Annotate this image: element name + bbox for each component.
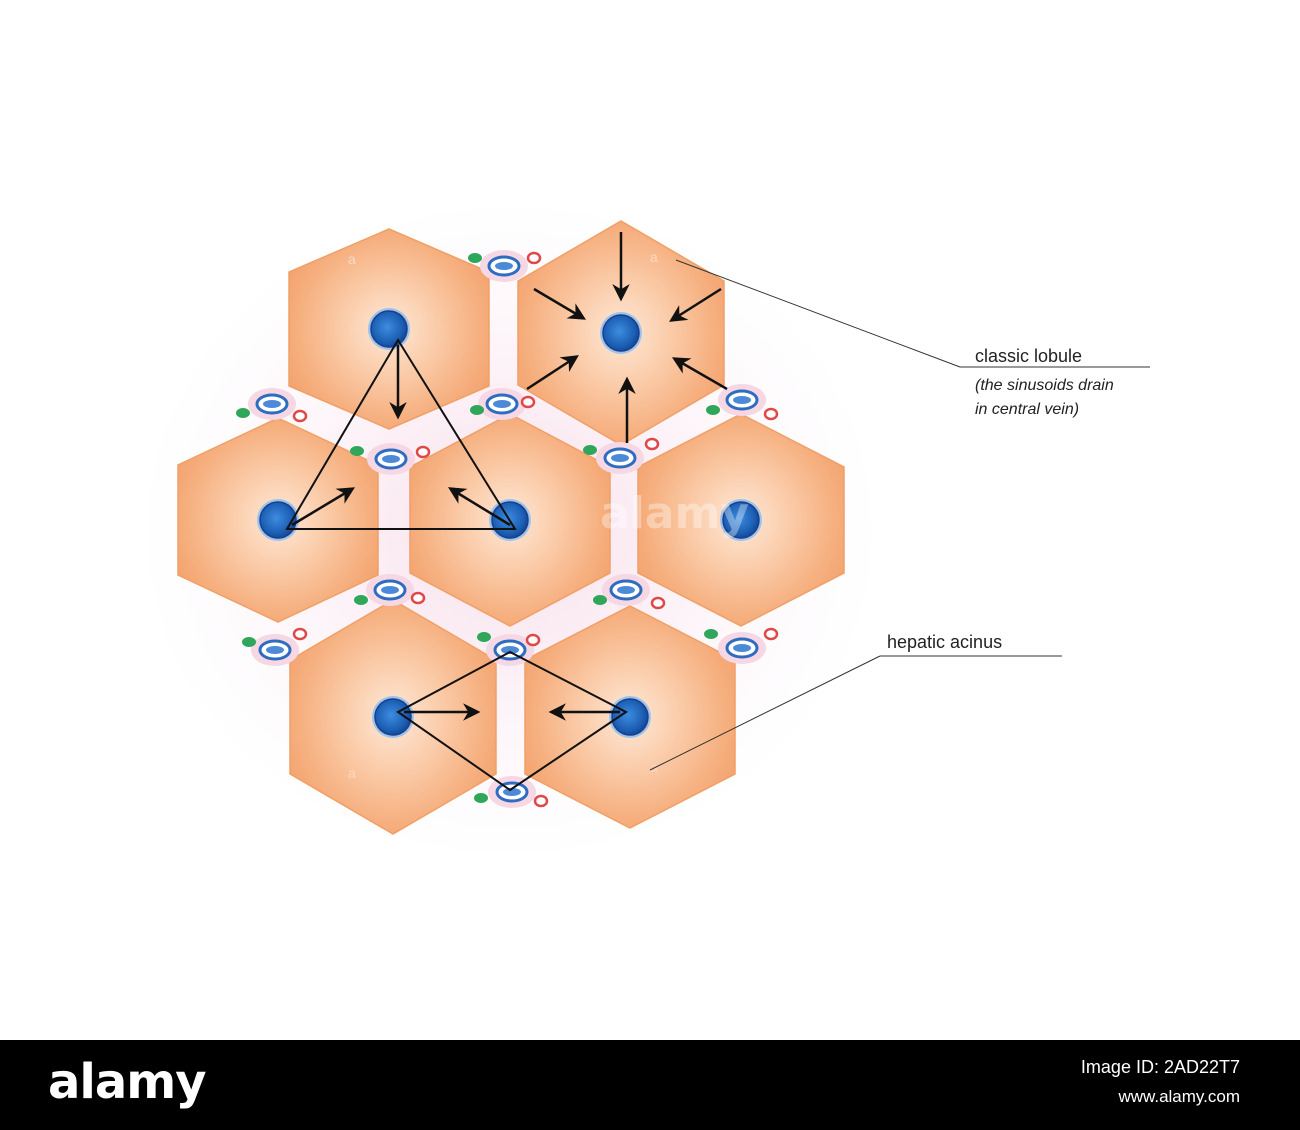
bile-duct <box>706 405 720 415</box>
hepatic-artery <box>412 593 424 603</box>
portal-vein-lumen <box>733 396 751 404</box>
portal-vein-lumen <box>381 586 399 594</box>
bile-duct <box>468 253 482 263</box>
bile-duct <box>474 793 488 803</box>
hepatic-artery <box>528 253 540 263</box>
image-id-block: Image ID: 2AD22T7 www.alamy.com <box>1081 1052 1240 1112</box>
bile-duct <box>236 408 250 418</box>
portal-vein-lumen <box>382 455 400 463</box>
hepatic-artery <box>294 629 306 639</box>
central-vein <box>371 311 407 347</box>
classic-lobule-label: classic lobule <box>975 346 1082 366</box>
hepatic-acinus-label: hepatic acinus <box>887 632 1002 652</box>
lobule-top-left: a <box>289 229 489 429</box>
hepatic-artery <box>646 439 658 449</box>
classic-lobule-note-line1: (the sinusoids drain <box>975 377 1114 394</box>
portal-vein-lumen <box>617 586 635 594</box>
bile-duct <box>350 446 364 456</box>
central-vein <box>603 315 639 351</box>
footer-bar: alamy Image ID: 2AD22T7 www.alamy.com <box>0 1040 1300 1130</box>
bile-duct <box>354 595 368 605</box>
portal-vein-lumen <box>266 646 284 654</box>
image-id: Image ID: 2AD22T7 <box>1081 1052 1240 1082</box>
hepatic-artery <box>765 409 777 419</box>
bile-duct <box>593 595 607 605</box>
watermark-text: alamy <box>600 488 749 539</box>
central-vein <box>260 502 296 538</box>
lobule-marker: a <box>348 251 356 267</box>
portal-vein-lumen <box>733 644 751 652</box>
portal-vein-lumen <box>495 262 513 270</box>
hepatic-artery <box>652 598 664 608</box>
classic-lobule-note-line2: in central vein) <box>975 401 1079 418</box>
hepatic-artery <box>417 447 429 457</box>
hepatic-artery <box>535 796 547 806</box>
bile-duct <box>583 445 597 455</box>
portal-vein-lumen <box>263 400 281 408</box>
bile-duct <box>704 629 718 639</box>
alamy-logo: alamy <box>48 1054 206 1110</box>
bile-duct <box>470 405 484 415</box>
lobule-marker: a <box>650 249 658 265</box>
portal-vein-lumen <box>611 454 629 462</box>
bile-duct <box>477 632 491 642</box>
site-url: www.alamy.com <box>1081 1082 1240 1112</box>
hepatic-artery <box>522 397 534 407</box>
hepatic-artery <box>527 635 539 645</box>
portal-vein-lumen <box>493 400 511 408</box>
hepatic-artery <box>765 629 777 639</box>
lobule-marker: a <box>348 765 356 781</box>
hepatic-artery <box>294 411 306 421</box>
bile-duct <box>242 637 256 647</box>
